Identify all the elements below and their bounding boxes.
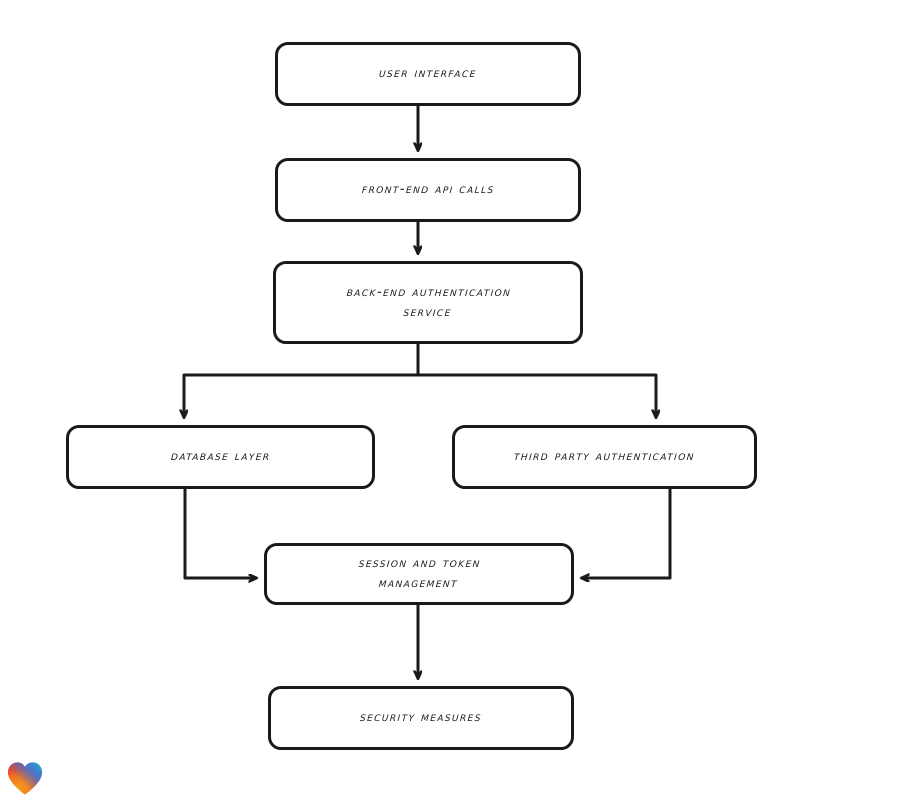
heart-logo-watermark <box>6 760 44 796</box>
node-session-and-token-management[interactable]: Session and Token Management <box>264 543 574 605</box>
node-label: Database Layer <box>170 448 271 465</box>
node-front-end-api-calls[interactable]: Front-End API Calls <box>275 158 581 222</box>
node-label: Session and Token Management <box>347 554 492 593</box>
node-label-line: Management <box>378 575 459 591</box>
node-security-measures[interactable]: Security Measures <box>268 686 574 750</box>
edge-thirdparty-to-session <box>582 487 672 578</box>
node-user-interface[interactable]: User Interface <box>275 42 581 106</box>
node-back-end-authentication-service[interactable]: Back-End Authentication Service <box>273 261 583 344</box>
node-label-line: Back-End Authentication <box>345 283 512 300</box>
edge-database-to-session <box>183 487 256 578</box>
node-label: Front-End API Calls <box>361 181 495 198</box>
node-label: Third Party Authentication <box>513 448 696 465</box>
node-label-line: Service <box>402 303 453 320</box>
edge-backend-to-thirdparty <box>416 373 656 417</box>
node-label: Back-End Authentication Service <box>334 283 521 322</box>
node-label-line: Session and Token <box>358 555 482 572</box>
heart-icon <box>7 762 43 795</box>
node-label: User Interface <box>378 65 478 82</box>
node-label: Security Measures <box>359 709 483 726</box>
node-third-party-authentication[interactable]: Third Party Authentication <box>452 425 757 489</box>
edge-backend-to-database <box>184 342 420 417</box>
node-database-layer[interactable]: Database Layer <box>66 425 375 489</box>
